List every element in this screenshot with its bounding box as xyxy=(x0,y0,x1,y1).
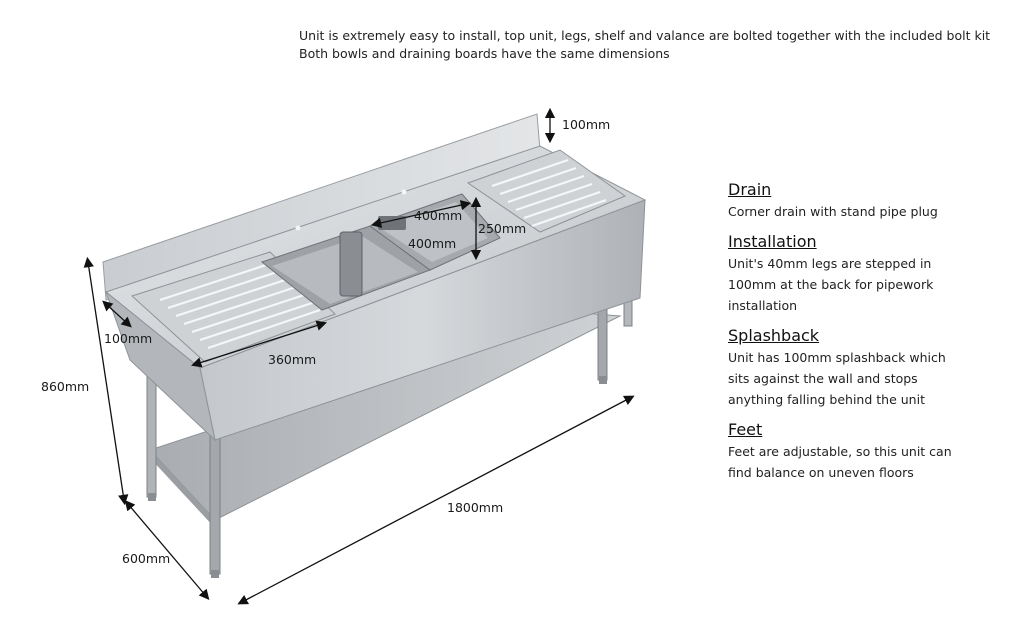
dim-arrow-drainer-length xyxy=(191,320,327,368)
info-heading-installation: Installation xyxy=(728,232,817,251)
drainer-right xyxy=(466,149,627,233)
info-heading-drain: Drain xyxy=(728,180,772,199)
info-section-splashback: Splashback Unit has 100mm splashback whi… xyxy=(728,326,1018,410)
dim-label-bowl-length: 400mm xyxy=(414,208,463,223)
info-section-drain: Drain Corner drain with stand pipe plug xyxy=(728,180,1018,222)
dim-label-drainer-edge: 100mm xyxy=(104,331,153,346)
dim-arrow-bowl-length xyxy=(370,200,472,228)
intro-line-1: Unit is extremely easy to install, top u… xyxy=(299,28,991,43)
dim-label-total-depth: 600mm xyxy=(122,551,171,566)
info-panel: Drain Corner drain with stand pipe plug … xyxy=(728,180,1018,493)
dim-label-bowl-depth: 250mm xyxy=(478,221,527,236)
stand-pipe xyxy=(339,231,363,297)
info-section-feet: Feet Feet are adjustable, so this unit c… xyxy=(728,420,1018,483)
info-heading-feet: Feet xyxy=(728,420,763,439)
intro-text: Unit is extremely easy to install, top u… xyxy=(299,27,1019,63)
dim-arrow-total-length xyxy=(237,395,635,605)
foot-front-left xyxy=(211,570,219,578)
dim-label-splashback-height: 100mm xyxy=(562,117,611,132)
info-text-splashback: Unit has 100mm splashback which sits aga… xyxy=(728,350,946,407)
tap-hole-left xyxy=(295,225,301,231)
dim-label-total-length: 1800mm xyxy=(447,500,504,515)
info-text-installation: Unit's 40mm legs are stepped in 100mm at… xyxy=(728,256,934,313)
foot-back-left xyxy=(148,493,156,501)
foot-front-right xyxy=(599,376,607,384)
dim-label-drainer-length: 360mm xyxy=(268,352,317,367)
info-text-drain: Corner drain with stand pipe plug xyxy=(728,204,938,219)
info-heading-splashback: Splashback xyxy=(728,326,820,345)
dim-label-total-height: 860mm xyxy=(41,379,90,394)
info-section-installation: Installation Unit's 40mm legs are steppe… xyxy=(728,232,1018,316)
tap-hole-right xyxy=(401,189,407,195)
info-text-feet: Feet are adjustable, so this unit can fi… xyxy=(728,444,952,480)
dim-arrow-total-height xyxy=(83,256,129,506)
dim-arrow-total-depth xyxy=(124,500,210,600)
drainer-right-grooves xyxy=(491,158,607,228)
dim-label-bowl-width: 400mm xyxy=(408,236,457,251)
intro-line-2: Both bowls and draining boards have the … xyxy=(299,46,670,61)
